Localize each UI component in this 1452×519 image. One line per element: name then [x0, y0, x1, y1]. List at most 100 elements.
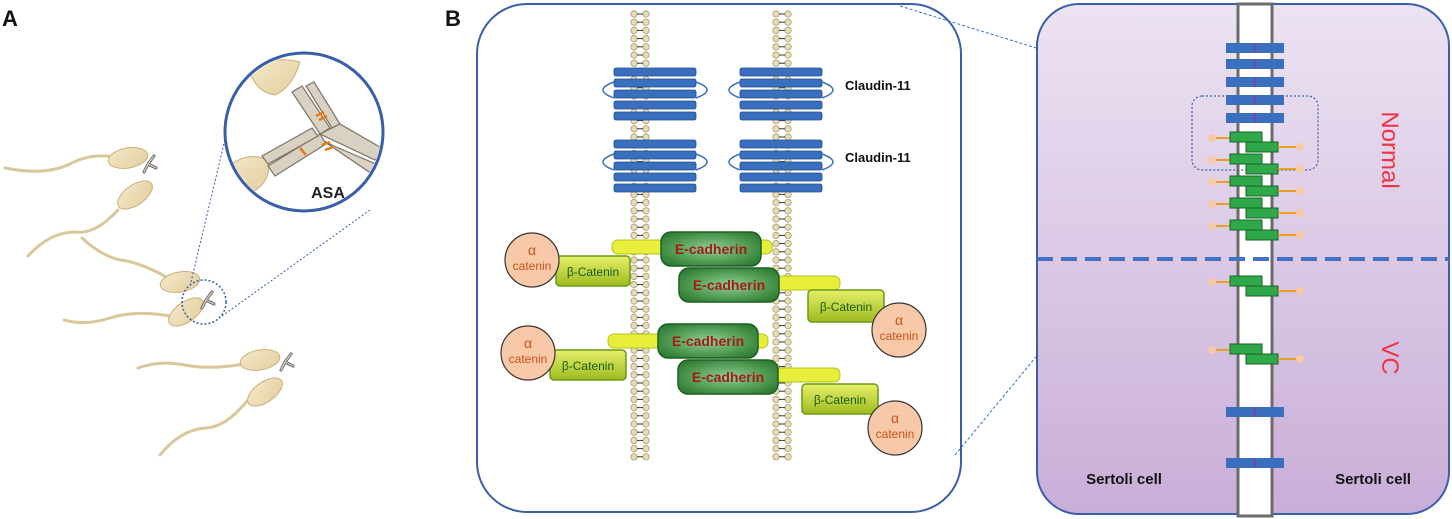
claudin-strand [739, 183, 823, 193]
lipid-head [642, 264, 650, 272]
alpha-catenin-3 [500, 325, 556, 381]
alpha-catenin-4 [867, 400, 923, 456]
sperm-tail [80, 236, 170, 280]
lipid-head [772, 420, 780, 428]
lipid-head [630, 207, 638, 215]
svg-text:catenin: catenin [880, 329, 919, 343]
alpha-catenin-1 [504, 232, 560, 288]
lipid-head [642, 207, 650, 215]
lipid-head [784, 444, 792, 453]
alpha-catenin-dot [1296, 231, 1304, 239]
lipid-head [784, 354, 792, 362]
lipid-head [772, 305, 780, 313]
lipid-head [642, 125, 650, 133]
lipid-head [642, 199, 650, 207]
magnified-antibody-view: ASA [223, 51, 385, 213]
lipid-head [642, 223, 650, 231]
lipid-head [630, 43, 638, 51]
antibody-icon [261, 81, 381, 179]
cadherin-bar [1245, 207, 1279, 219]
sperm-tail [3, 154, 130, 173]
zoom-connector-bottom [221, 209, 371, 317]
lipid-head [772, 240, 780, 248]
lipid-head [784, 330, 792, 338]
claudin-strand [613, 89, 697, 99]
claudin-strand [613, 100, 697, 110]
lipid-head [784, 436, 792, 444]
alpha-catenin-dot [1296, 143, 1304, 151]
lipid-head [630, 51, 638, 59]
claudin-strand [613, 161, 697, 171]
lipid-head [630, 362, 638, 371]
lipid-head [642, 436, 650, 444]
beta-catenin-1: β-Catenin [567, 265, 619, 279]
lipid-head [642, 289, 650, 297]
lipid-head [784, 43, 792, 51]
alpha-catenin-dot [1296, 165, 1304, 173]
lipid-head [630, 223, 638, 231]
lipid-head [784, 321, 792, 330]
lipid-head [784, 428, 792, 436]
alpha-catenin-dot [1208, 156, 1216, 164]
claudin-11-strands [602, 67, 834, 193]
alpha-catenin-dot [1208, 200, 1216, 208]
lipid-head [642, 395, 650, 403]
lipid-head [772, 133, 780, 141]
lipid-head [772, 354, 780, 362]
panel-a-label: A [2, 6, 18, 31]
lipid-head [630, 272, 638, 280]
lipid-head [784, 240, 792, 248]
lipid-head [784, 256, 792, 264]
lipid-head [784, 289, 792, 297]
lipid-head [642, 297, 650, 305]
lipid-head [630, 59, 638, 67]
lipid-head [630, 18, 638, 26]
e-cadherin-1: E-cadherin [675, 241, 747, 257]
lipid-head [772, 207, 780, 215]
zoom-source-circle [181, 279, 227, 325]
lipid-head [642, 403, 650, 412]
sperm-tail [62, 311, 172, 325]
lipid-head [642, 256, 650, 264]
lipid-head [642, 133, 650, 141]
lipid-head [630, 403, 638, 412]
sperm-head [117, 180, 153, 210]
lipid-head [642, 51, 650, 59]
lipid-head [630, 256, 638, 264]
lipid-head [772, 395, 780, 403]
sperm-head [247, 377, 283, 407]
lipid-head [642, 18, 650, 26]
antibody-icon [279, 352, 295, 372]
alpha-catenin-2 [871, 302, 927, 358]
cadherin-bar [1229, 219, 1263, 231]
claudin-strand [613, 183, 697, 193]
lipid-head [630, 321, 638, 330]
lipid-head [642, 280, 650, 289]
lipid-head [784, 51, 792, 59]
e-cadherin-2: E-cadherin [693, 277, 765, 293]
lipid-head [784, 346, 792, 354]
cadherin-bar [1229, 197, 1263, 209]
e-cadherin-4: E-cadherin [692, 369, 764, 385]
lipid-head [772, 43, 780, 51]
lipid-head [772, 59, 780, 67]
lipid-head [784, 215, 792, 223]
lipid-head [772, 26, 780, 34]
lipid-head [630, 428, 638, 436]
lipid-head [784, 338, 792, 346]
claudin-strand [613, 172, 697, 182]
lipid-head [630, 264, 638, 272]
lipid-head [772, 436, 780, 444]
lipid-head [630, 297, 638, 305]
svg-text:catenin: catenin [513, 259, 552, 273]
claudin-strand [739, 78, 823, 88]
lipid-head [772, 428, 780, 436]
lipid-head [784, 453, 792, 461]
sperm-tail [26, 208, 120, 258]
lipid-head [772, 34, 780, 43]
lipid-head [772, 346, 780, 354]
adherens-junction-complexes: β-Catenin α catenin E-cadherin E-cadheri… [500, 231, 927, 456]
cadherin-bar [1245, 163, 1279, 175]
lipid-head [642, 231, 650, 239]
lipid-head [784, 223, 792, 231]
